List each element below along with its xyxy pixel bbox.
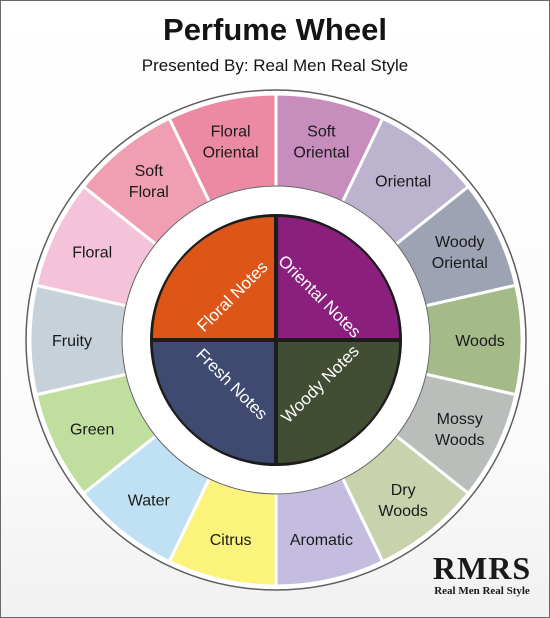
quadrant-woody-notes	[278, 342, 399, 463]
rmrs-logo: RMRS Real Men Real Style	[422, 551, 542, 598]
logo-wordmark: RMRS	[432, 550, 532, 586]
quadrant-fresh-notes	[153, 342, 274, 463]
segment-label-oriental: Oriental	[375, 174, 431, 191]
segment-label-water: Water	[128, 492, 171, 509]
logo-tagline: Real Men Real Style	[434, 585, 530, 597]
inner-disk-outline	[150, 214, 402, 466]
segment-label-woods: Woods	[455, 333, 505, 350]
page-subtitle: Presented By: Real Men Real Style	[141, 56, 409, 75]
page-title: Perfume Wheel	[163, 12, 387, 47]
quadrant-floral-notes	[153, 217, 274, 338]
segment-label-aromatic: Aromatic	[290, 532, 353, 549]
segment-label-green: Green	[70, 422, 114, 439]
segment-label-floral: Floral	[72, 244, 112, 261]
segment-label-citrus: Citrus	[210, 532, 252, 549]
quadrant-oriental-notes	[278, 217, 399, 338]
segment-label-fruity: Fruity	[52, 333, 92, 350]
